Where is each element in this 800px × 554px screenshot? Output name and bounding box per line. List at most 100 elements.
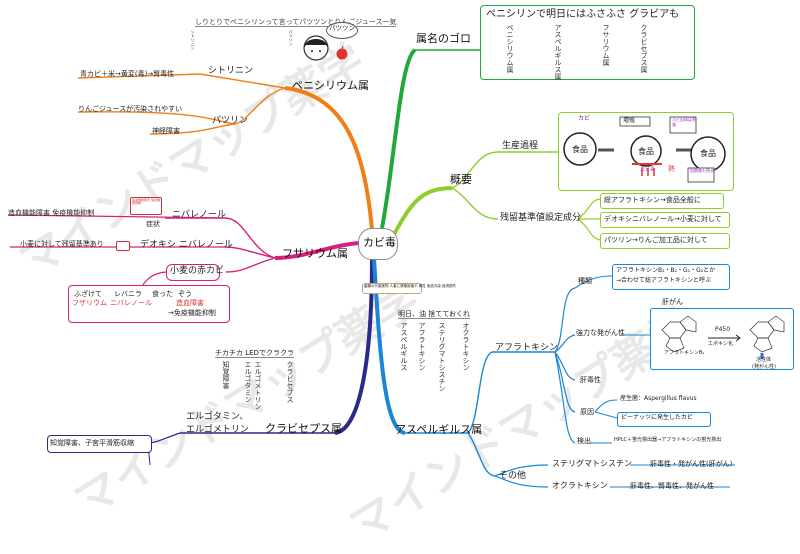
r1: 総アフラトキシン→食品全般に bbox=[604, 196, 701, 204]
goro-v4: クラビセプス属 bbox=[640, 24, 649, 73]
ergo1[interactable]: エルゴタミン、 bbox=[186, 412, 249, 422]
center-note-box bbox=[362, 283, 422, 294]
kangan: 肝がん bbox=[662, 298, 683, 306]
asp-v3: ステリグマトシスチン bbox=[438, 322, 447, 392]
center-note: 菌類の代謝産物 人畜に健康被害や 毒性 食品汚染 経済損失 bbox=[364, 284, 456, 288]
genin2-box bbox=[617, 412, 711, 427]
goro-text: ペニシリンで明日にはふさふさ グラビアも bbox=[486, 9, 680, 20]
kenshutsu-note: HPLC＋蛍光検出器→アフラトキシンの蛍光検出 bbox=[614, 437, 722, 443]
kabitai-label: カビ自体は死滅 bbox=[672, 117, 696, 127]
sonota[interactable]: その他 bbox=[499, 471, 527, 481]
center-label: カビ毒 bbox=[363, 236, 396, 249]
genin1: 産生菌：Aspergillus flavus bbox=[620, 395, 697, 402]
fus-memo2: レバニラ bbox=[114, 290, 142, 298]
asp-title[interactable]: アスペルギルス属 bbox=[395, 423, 483, 436]
genin2: ピーナッツに発生したカビ bbox=[621, 414, 694, 421]
shurui[interactable]: 種類 bbox=[578, 277, 592, 285]
clav-title[interactable]: クラビセプス属 bbox=[265, 422, 342, 435]
fus-memo2-red: ニバレノール bbox=[110, 299, 152, 307]
kabi-label: カビ bbox=[578, 115, 591, 122]
memo-top-title: しりとりでペニシリンって言ってパツツンとりんごジュース一気 bbox=[195, 18, 397, 28]
goro-v3: フサリウム属 bbox=[602, 24, 611, 66]
apple-icon bbox=[336, 46, 348, 60]
food-1: 食品 bbox=[572, 145, 588, 154]
ergo2[interactable]: エルゴメトリン bbox=[186, 425, 249, 435]
patulin-note1: りんごジュースが汚染されやすい bbox=[78, 105, 183, 113]
heat-label: 熱 bbox=[668, 165, 675, 173]
asp-v1: アスペルギルス bbox=[400, 322, 409, 371]
kandoku[interactable]: 肝毒性 bbox=[580, 376, 601, 384]
patulin-note2: 神経障害 bbox=[152, 127, 180, 135]
asp-v2: アフラトキシン bbox=[418, 322, 427, 371]
genin[interactable]: 原因 bbox=[580, 408, 594, 416]
r3-box[interactable] bbox=[600, 233, 730, 249]
kassei2: (発がん性) bbox=[752, 364, 776, 370]
food-3: 食品 bbox=[700, 149, 716, 158]
r2-box[interactable] bbox=[600, 212, 730, 228]
ochra[interactable]: オクラトキシン bbox=[552, 481, 608, 490]
goro-v2: アスペルギルス属 bbox=[554, 24, 563, 80]
kassei: 活性体 bbox=[756, 357, 772, 363]
shurui-note1: アフラトキシンB₁・B₂・G₁・G₂とか bbox=[616, 267, 716, 274]
shurui-box bbox=[612, 264, 730, 290]
clav-side-box[interactable] bbox=[47, 435, 152, 453]
food-2: 食品 bbox=[638, 147, 654, 156]
memo-top-small2: パツリン bbox=[288, 30, 294, 46]
citrinin-note: 青カビ＋米→黄変(毒)→腎毒性 bbox=[80, 70, 175, 78]
fus-title[interactable]: フサリウム属 bbox=[282, 247, 348, 260]
epoxy: エポキシ化 bbox=[708, 341, 734, 347]
citrinin[interactable]: シトリニン bbox=[208, 66, 254, 76]
center-node[interactable] bbox=[358, 228, 398, 260]
symptom-note-box bbox=[130, 197, 162, 215]
kenshutsu[interactable]: 検出 bbox=[577, 437, 591, 445]
seisan-illustration bbox=[563, 116, 726, 183]
sterig-note: 肝毒性・発がん性(肝がん) bbox=[650, 460, 733, 468]
deoxy-icon-box bbox=[116, 241, 130, 251]
deoxy-side: 小麦に対して残留基準あり bbox=[20, 240, 104, 248]
deoxy[interactable]: デオキシ ニバレノール bbox=[140, 240, 233, 250]
fus-memo1: ふざけて bbox=[74, 290, 102, 298]
goro-box bbox=[480, 5, 695, 80]
clav-v3: エルゴメトリン bbox=[254, 361, 263, 410]
gaiyo-title[interactable]: 概要 bbox=[450, 173, 472, 186]
nival[interactable]: ニバレノール bbox=[172, 210, 227, 220]
fus-memo4-red: 造血障害 bbox=[176, 299, 204, 307]
asp-v4: オクラトキシン bbox=[462, 322, 471, 371]
kabidoku-label: カビ毒 bbox=[640, 167, 656, 173]
clav-side: 知覚障害、子宮平滑筋収縮 bbox=[50, 439, 134, 447]
clav-v1: 知覚障害 bbox=[222, 361, 231, 389]
fus-memo3: 食った bbox=[152, 290, 173, 298]
fus-memo-box bbox=[68, 285, 230, 323]
zanryu[interactable]: 残留基準値設定成分 bbox=[500, 213, 582, 223]
seisan[interactable]: 生産過程 bbox=[502, 141, 539, 151]
afla-structure-diagram bbox=[661, 315, 785, 359]
b1: アフラトキシンB₁ bbox=[664, 350, 705, 356]
akakabi-box[interactable] bbox=[166, 264, 220, 281]
clav-v2: エルゴタミン bbox=[244, 361, 253, 403]
ochra-note: 肝毒性、腎毒性、発がん性 bbox=[630, 482, 714, 490]
memo-top-small1: シトリニン bbox=[190, 30, 196, 50]
patulin[interactable]: パツリン bbox=[212, 116, 249, 126]
r1-box[interactable] bbox=[600, 193, 724, 209]
asp-mnemonic: 明日、油 捨てておくれ bbox=[398, 310, 471, 320]
speech-bubble bbox=[326, 22, 358, 39]
r3: パツリン→りんご加工品に対して bbox=[604, 236, 708, 244]
kanetsu-label: 加熱後も残る bbox=[690, 168, 714, 173]
akakabi: 小麦の赤カビ bbox=[170, 266, 225, 276]
fus-memo1-red: フザリウム bbox=[72, 299, 107, 307]
fus-memo5: →免疫機能抑制 bbox=[168, 309, 216, 317]
clav-mnemonic: チカチカ LEDでクラクラ bbox=[215, 349, 294, 359]
gan[interactable]: 強力な発がん性 bbox=[576, 329, 625, 337]
r2: デオキシニバレノール→小麦に対して bbox=[604, 215, 722, 223]
afla[interactable]: アフラトキシン bbox=[495, 343, 559, 353]
mind-map: マインドマップ薬学 マインドマップ薬学 マインドマップ薬学 bbox=[7, 5, 794, 553]
nival-side: 造血機能障害 免疫機能抑制 bbox=[8, 209, 95, 217]
shurui-note2: →合わせて総アフラトキシンと呼ぶ bbox=[616, 277, 712, 284]
goro-title[interactable]: 属名のゴロ bbox=[416, 32, 471, 45]
goro-v1: ペニシリウム属 bbox=[506, 24, 515, 73]
p450: P450 bbox=[715, 326, 731, 333]
peni-title[interactable]: ペニシリウム属 bbox=[292, 79, 369, 92]
sterig[interactable]: ステリグマトシスチン bbox=[552, 459, 632, 468]
gan-box bbox=[650, 308, 794, 370]
clav-v4: クラビセプス bbox=[286, 361, 295, 403]
